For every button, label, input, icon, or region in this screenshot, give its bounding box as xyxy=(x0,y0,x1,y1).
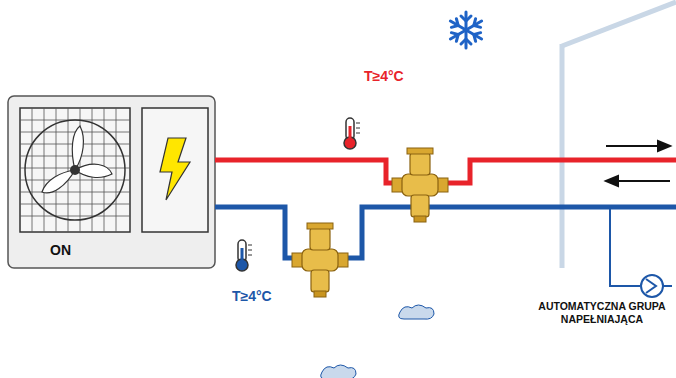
electrical-panel xyxy=(142,108,208,232)
water-drip xyxy=(321,305,434,378)
house-outline xyxy=(562,2,676,268)
filling-group-label: AUTOMATYCZNA GRUPA NAPEŁNIAJĄCA xyxy=(533,300,671,326)
temperature-label: T≥4°C xyxy=(232,288,272,306)
heat-pump-housing xyxy=(8,96,215,268)
return-pipe xyxy=(215,207,676,258)
antifreeze-valve xyxy=(292,223,348,297)
unit-status-label: ON xyxy=(48,243,73,258)
heat-pump-unit: ON xyxy=(8,96,215,268)
flow-arrows xyxy=(606,141,670,186)
thermometer-icon xyxy=(344,118,360,149)
fan-grille xyxy=(20,108,130,232)
thermometer-icon xyxy=(236,240,252,271)
temperature-label: T≥4°C xyxy=(364,68,404,86)
antifreeze-valve xyxy=(392,148,448,222)
filling-group-symbol xyxy=(610,207,672,297)
snowflake-icon xyxy=(450,12,481,48)
